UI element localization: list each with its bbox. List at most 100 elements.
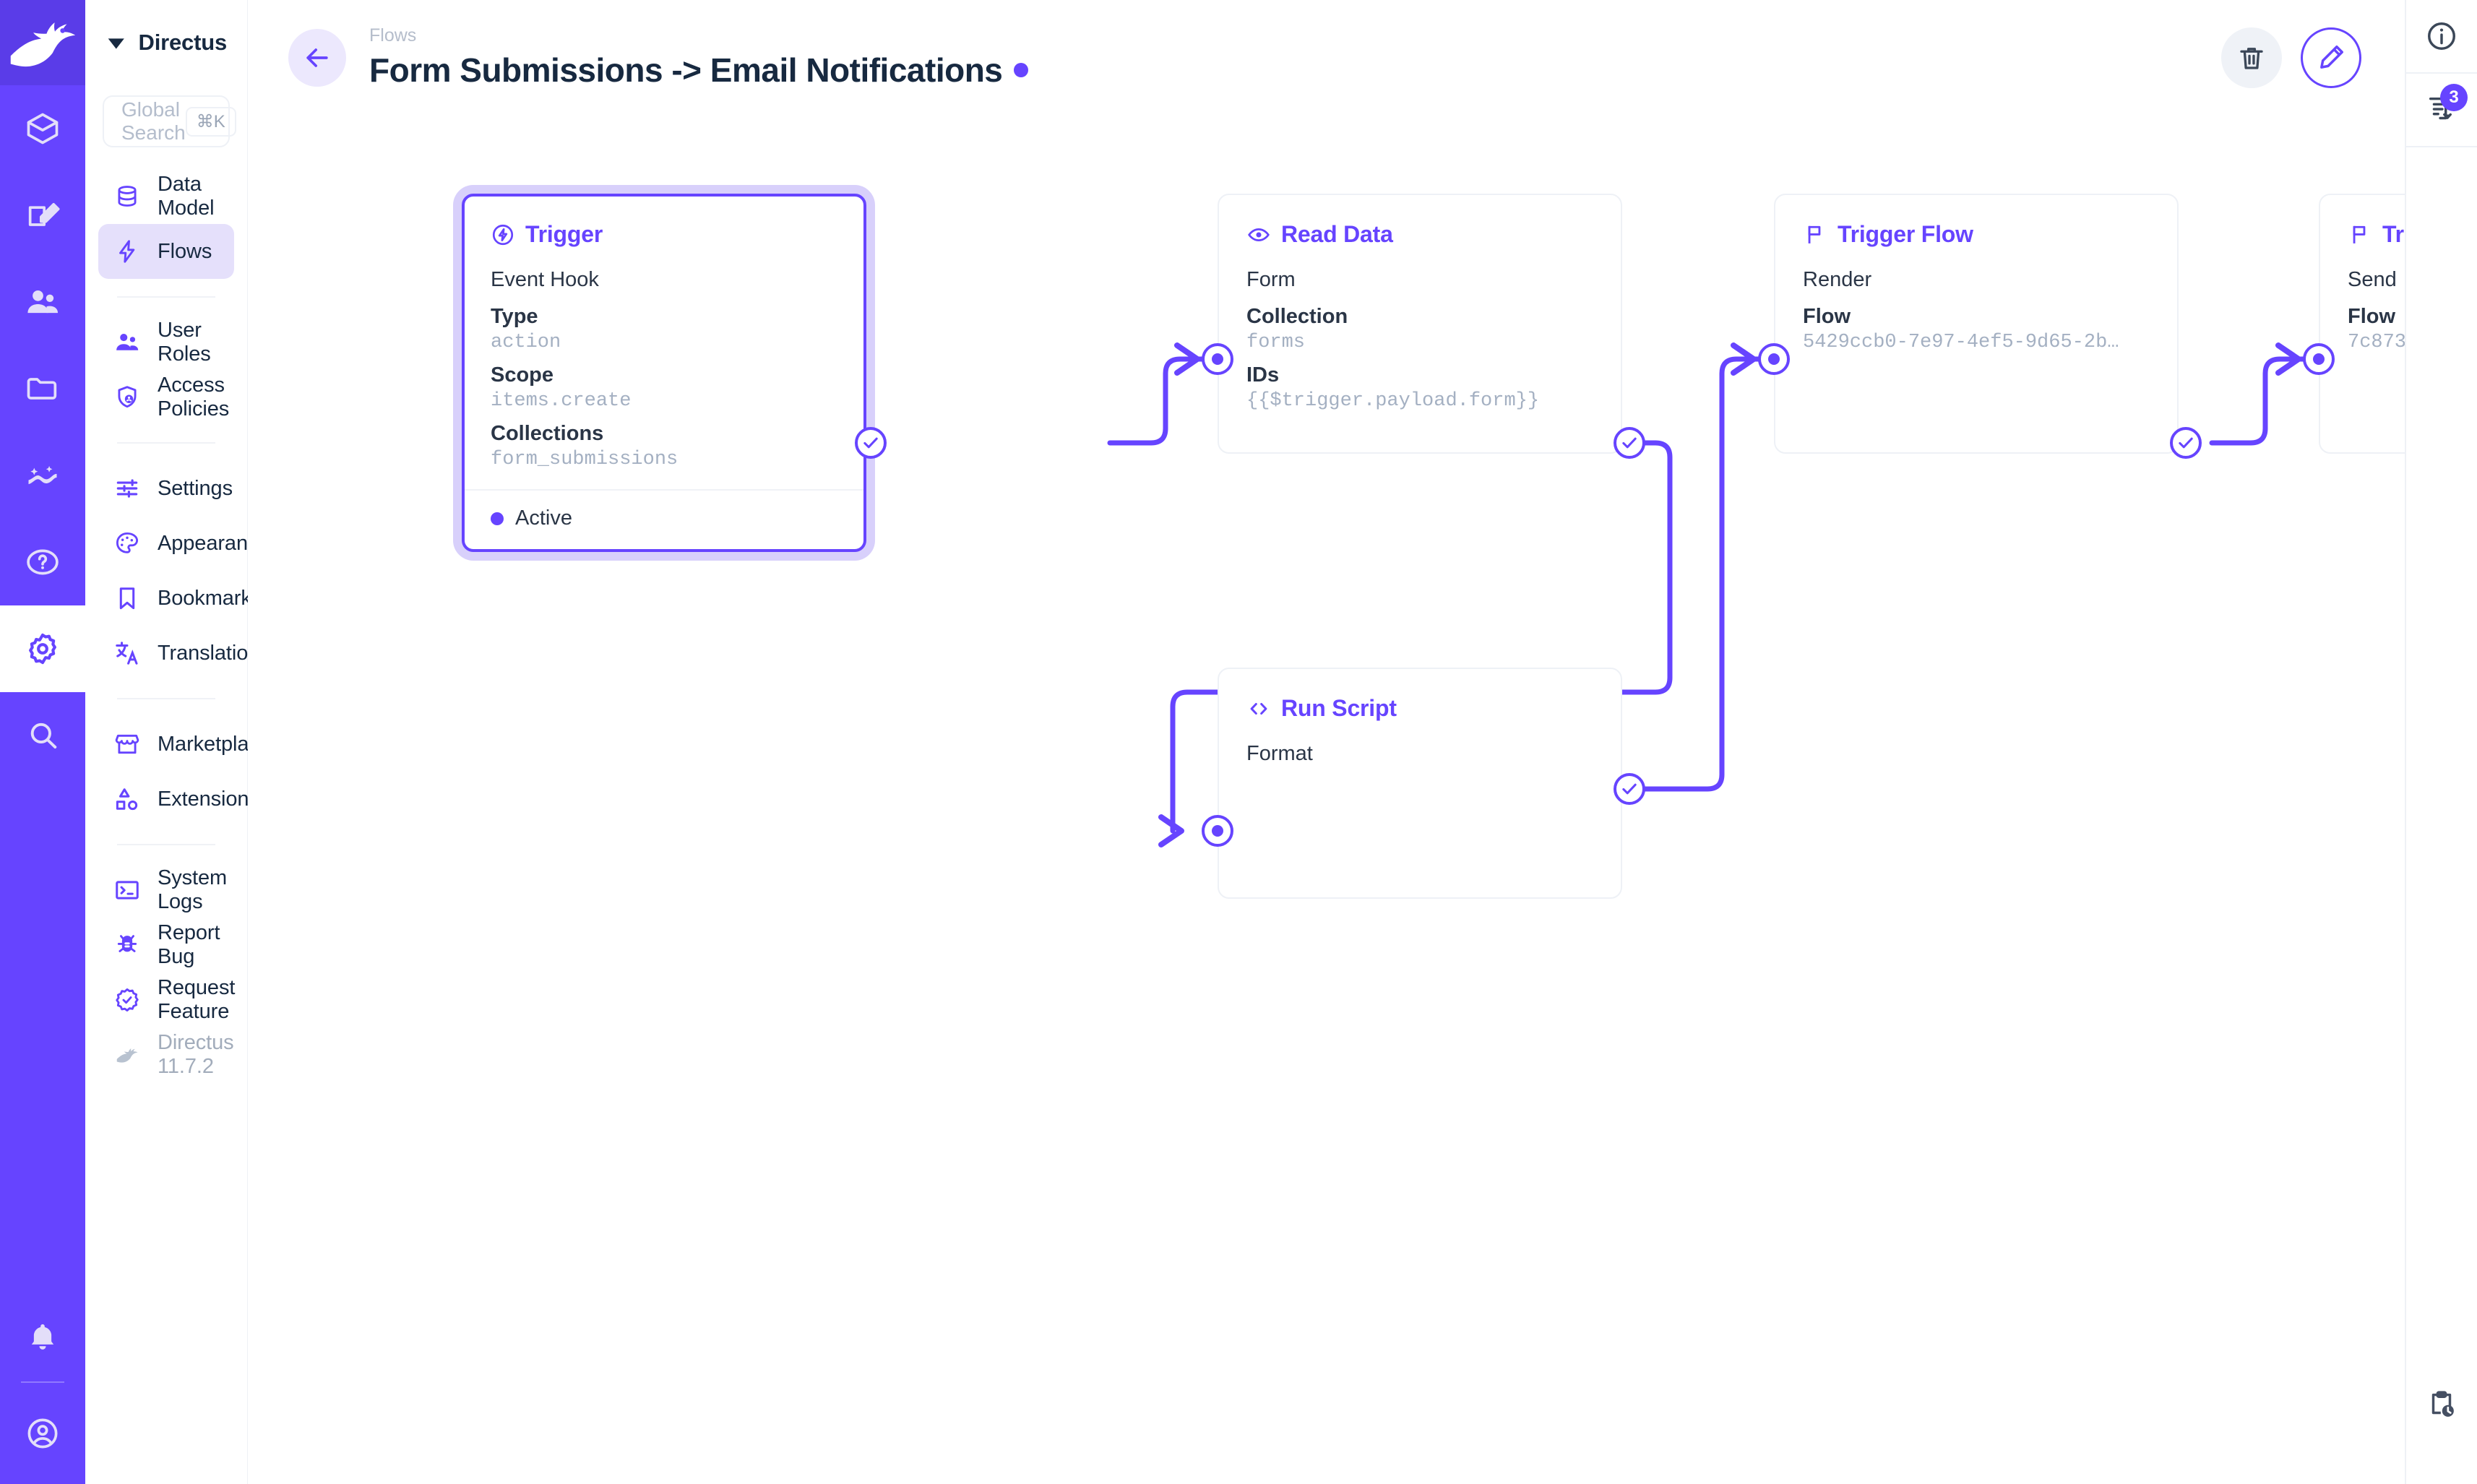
page-title-row: Form Submissions -> Email Notifications bbox=[369, 51, 1029, 90]
port-resolve-trigger[interactable] bbox=[855, 427, 887, 459]
port-input-read-data[interactable] bbox=[1202, 343, 1233, 375]
sidebar-item-system-logs[interactable]: System Logs bbox=[98, 863, 234, 918]
node-header: Trigger Flow bbox=[1803, 221, 2150, 248]
pencil-icon bbox=[2320, 46, 2343, 69]
search-module[interactable] bbox=[0, 692, 85, 779]
status-badge bbox=[1014, 62, 1029, 77]
users-module[interactable] bbox=[0, 259, 85, 345]
project-title: Directus bbox=[138, 30, 228, 55]
sidebar-item-label: Directus 11.7.2 bbox=[158, 1031, 234, 1078]
node-card[interactable]: Run Script Format bbox=[1218, 668, 1622, 899]
sidebar-item-marketplace[interactable]: Marketplace Beta bbox=[98, 717, 345, 772]
edit-flow-button[interactable] bbox=[2301, 27, 2361, 88]
project-header[interactable]: Directus bbox=[85, 0, 247, 85]
node-card[interactable]: Read Data Form Collection forms IDs {{$t… bbox=[1218, 194, 1622, 454]
flow-node-trigger-flow-1[interactable]: Trigger Flow Render Flow 5429ccb0-7e97-4… bbox=[1758, 194, 2202, 459]
bug-icon bbox=[113, 931, 142, 959]
flow-node-run-script[interactable]: Run Script Format bbox=[1202, 668, 1645, 899]
arrow-left-icon bbox=[306, 48, 328, 67]
verified-icon bbox=[113, 985, 142, 1014]
nav-list: Data Model Flows User bbox=[85, 169, 345, 1082]
logs-button[interactable] bbox=[2405, 1368, 2477, 1441]
node-header: Read Data bbox=[1246, 221, 1593, 248]
sidebar-item-report-bug[interactable]: Report Bug bbox=[98, 918, 234, 972]
port-dot bbox=[2313, 353, 2325, 365]
flow-canvas[interactable]: Trigger Event Hook Type action Scope ite… bbox=[248, 116, 2477, 1484]
node-header: Run Script bbox=[1246, 695, 1593, 722]
sidebar-item-flows[interactable]: Flows bbox=[98, 224, 234, 279]
sidebar-item-data-model[interactable]: Data Model bbox=[98, 169, 234, 224]
sidebar-item-label: Flows bbox=[158, 239, 212, 263]
port-resolve-run-script[interactable] bbox=[1614, 773, 1645, 805]
sliders-icon bbox=[113, 474, 142, 503]
flow-node-trigger[interactable]: Trigger Event Hook Type action Scope ite… bbox=[462, 194, 887, 552]
settings-module[interactable] bbox=[0, 605, 85, 692]
docs-module[interactable] bbox=[0, 519, 85, 605]
bolt-circle-icon bbox=[492, 224, 514, 245]
breadcrumb[interactable]: Flows bbox=[369, 25, 417, 46]
search-input[interactable]: Global Search ⌘K bbox=[103, 95, 236, 147]
gear-icon bbox=[29, 633, 56, 665]
node-header: Trigger bbox=[491, 221, 837, 248]
nav-divider bbox=[117, 844, 215, 845]
node-card[interactable]: Trigger Event Hook Type action Scope ite… bbox=[462, 194, 866, 552]
port-input-trigger-flow-2[interactable] bbox=[2303, 343, 2335, 375]
sidebar-item-label: System Logs bbox=[158, 866, 228, 913]
right-sidebar-divider bbox=[2405, 146, 2477, 147]
operation-name: Event Hook bbox=[491, 268, 599, 291]
right-sidebar: 3 bbox=[2405, 0, 2477, 1484]
editor-module[interactable] bbox=[0, 172, 85, 259]
sidebar-item-request-feature[interactable]: Request Feature bbox=[98, 972, 236, 1027]
field-value: action bbox=[491, 332, 561, 353]
notifications-button[interactable] bbox=[0, 1295, 85, 1381]
check-icon bbox=[2179, 437, 2193, 449]
nav-divider bbox=[117, 296, 215, 298]
account-button[interactable] bbox=[0, 1383, 85, 1484]
node-card[interactable]: Trigger Flow Render Flow 5429ccb0-7e97-4… bbox=[1774, 194, 2179, 454]
search-placeholder: Global Search bbox=[121, 98, 186, 144]
port-resolve-trigger-flow-1[interactable] bbox=[2170, 427, 2202, 459]
bolt-icon bbox=[113, 237, 142, 266]
back-button[interactable] bbox=[288, 29, 346, 87]
flow-node-read-data[interactable]: Read Data Form Collection forms IDs {{$t… bbox=[1202, 194, 1645, 459]
insights-icon bbox=[28, 466, 57, 485]
sidebar-item-label: Access Policies bbox=[158, 374, 230, 420]
port-dot bbox=[1768, 353, 1780, 365]
directus-logo[interactable] bbox=[0, 0, 85, 85]
revisions-button[interactable]: 3 bbox=[2405, 74, 2477, 146]
search-icon bbox=[30, 722, 57, 749]
files-module[interactable] bbox=[0, 345, 85, 432]
sidebar-item-appearance[interactable]: Appearance bbox=[98, 516, 270, 571]
delete-flow-button[interactable] bbox=[2221, 27, 2282, 88]
rabbit-glyph bbox=[116, 1048, 138, 1063]
port-resolve-read-data[interactable] bbox=[1614, 427, 1645, 459]
flag-icon bbox=[2353, 225, 2366, 243]
port-dot bbox=[1212, 353, 1223, 365]
rail-divider bbox=[21, 1381, 64, 1383]
sidebar-item-bookmarks[interactable]: Bookmarks bbox=[98, 571, 262, 626]
header-bar: Flows Form Submissions -> Email Notifica… bbox=[248, 0, 2477, 116]
sidebar-item-access-policies[interactable]: Access Policies bbox=[98, 370, 234, 425]
box-icon bbox=[27, 113, 59, 144]
port-input-trigger-flow-1[interactable] bbox=[1758, 343, 1790, 375]
nav-divider bbox=[117, 442, 215, 444]
insights-module[interactable] bbox=[0, 432, 85, 519]
shapes-icon bbox=[113, 785, 142, 814]
sidebar-item-extensions[interactable]: Extensions bbox=[98, 772, 259, 827]
right-sidebar-divider bbox=[2405, 72, 2477, 74]
node-type: Read Data bbox=[1281, 221, 1393, 247]
sidebar-item-user-roles[interactable]: User Roles bbox=[98, 315, 234, 370]
user-circle-icon bbox=[27, 1418, 58, 1449]
shield-user-icon bbox=[113, 383, 142, 412]
database-icon bbox=[113, 182, 142, 211]
check-icon bbox=[1622, 783, 1637, 795]
port-input-run-script[interactable] bbox=[1202, 815, 1233, 847]
sidebar-item-settings[interactable]: Settings bbox=[98, 461, 234, 516]
sidebar-item-translations[interactable]: Translations bbox=[98, 626, 270, 681]
check-icon bbox=[863, 437, 878, 449]
content-module[interactable] bbox=[0, 85, 85, 172]
sidebar-item-label: Request Feature bbox=[158, 976, 236, 1023]
translate-icon bbox=[113, 639, 142, 668]
info-button[interactable] bbox=[2405, 0, 2477, 72]
